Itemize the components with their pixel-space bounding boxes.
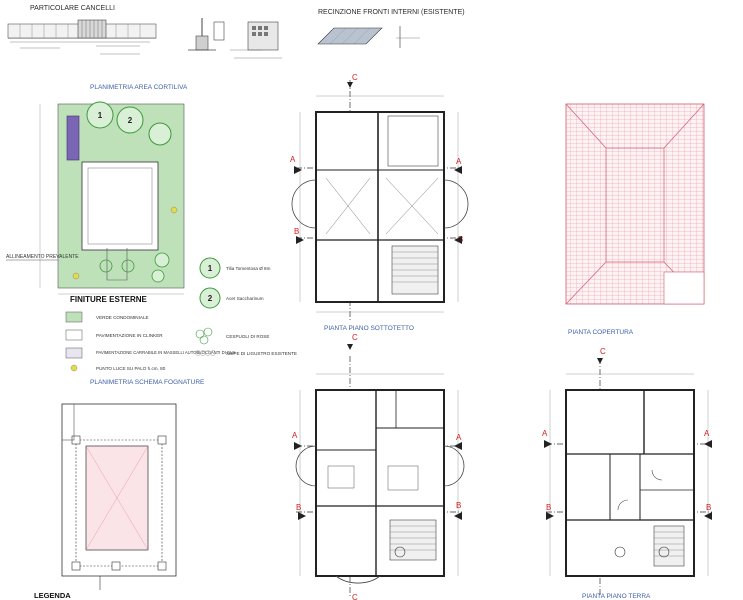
hedge-item-privet: SIEPE DI LIGUSTRO ESISTENTE <box>226 351 297 356</box>
attic-title: PIANTA PIANO SOTTOTETTO <box>324 325 414 332</box>
ground-title: PIANTA PIANO TERRA <box>582 593 651 600</box>
swatch-clinker-icon <box>65 329 83 341</box>
tree-2-symbol <box>116 106 144 134</box>
finish-item-light: PUNTO LUCE SU PALO h.cm. 80 <box>96 366 166 371</box>
marker-c-attic: C <box>352 73 358 82</box>
marker-a-attic-left: A <box>290 155 296 164</box>
swatch-lawn-icon <box>65 311 83 323</box>
finishes-title: FINITURE ESTERNE <box>70 295 148 304</box>
marker-b-ground-left: B <box>546 503 551 512</box>
gates-detail: PARTICOLARE CANCELLI <box>7 5 157 55</box>
finishes-legend: FINITURE ESTERNE VERDE CONDOMINIALE PAVI… <box>65 295 235 372</box>
attic-floor-plan: PIANTA PIANO SOTTOTETTO <box>291 80 469 332</box>
species-1-label: Tilia Tomentosa Ø 8m <box>226 266 271 271</box>
svg-text:2: 2 <box>208 294 213 303</box>
marker-b-first-left: B <box>296 503 301 512</box>
sewer-title: PLANIMETRIA SCHEMA FOGNATURE <box>90 379 205 386</box>
ground-floor-plan: PIANTA PIANO TERRA <box>546 358 712 600</box>
rose-bush-icon <box>195 327 213 345</box>
marker-c-first-bottom: C <box>352 593 358 600</box>
species-1-icon <box>199 257 221 279</box>
tree-2-label: 2 <box>128 116 133 125</box>
alignment-label: ALLINEAMENTO PREVALENTE <box>6 254 79 260</box>
species-legend: 1 Tilia Tomentosa Ø 8m 2 Acer Saccharinu… <box>195 257 297 356</box>
facade-title: RECINZIONE FRONTI INTERNI (ESISTENTE) <box>318 9 465 16</box>
gates-title: PARTICOLARE CANCELLI <box>30 5 115 12</box>
marker-c-ground: C <box>600 347 606 356</box>
species-2-icon <box>199 287 221 309</box>
roof-title: PIANTA COPERTURA <box>568 329 634 336</box>
tree-1-label: 1 <box>98 111 103 120</box>
first-floor-plan <box>295 356 465 598</box>
tree-1-symbol <box>86 101 114 129</box>
marker-b-first-right: B <box>456 501 461 510</box>
section-markers: C C C C A A B B A A B B A A B B <box>290 73 712 600</box>
courtyard-title: PLANIMETRIA AREA CORTILIVA <box>90 84 188 91</box>
finish-item-lawn: VERDE CONDOMINIALE <box>96 315 149 320</box>
light-dot-icon <box>70 364 78 372</box>
courtyard-plan: PLANIMETRIA AREA CORTILIVA 1 2 ALLINEAME… <box>6 84 188 295</box>
legend-title: LEGENDA <box>34 591 71 600</box>
roof-plan: PIANTA COPERTURA <box>565 103 705 336</box>
finish-item-clinker: PAVIMENTAZIONE IN CLINKER <box>96 333 163 338</box>
facade-fence-detail: RECINZIONE FRONTI INTERNI (ESISTENTE) <box>317 9 465 48</box>
hedge-item-roses: CESPUGLI DI ROSE <box>226 334 269 339</box>
species-2-label: Acer Saccharinum <box>226 296 264 301</box>
marker-b-attic-left: B <box>294 227 299 236</box>
privet-hedge-icon <box>195 350 216 356</box>
svg-text:1: 1 <box>208 264 213 273</box>
marker-c-first: C <box>352 333 358 342</box>
marker-b-ground-right: B <box>706 503 711 512</box>
marker-a-attic-right: A <box>456 157 462 166</box>
marker-a-first-left: A <box>292 431 298 440</box>
gate-post-section <box>188 18 282 59</box>
finish-item-paver: PAVIMENTAZIONE CARRABILE IN MASSELLI AUT… <box>96 350 235 355</box>
swatch-paver-icon <box>65 347 83 359</box>
storage-shed <box>66 115 80 161</box>
sewer-plan: PLANIMETRIA SCHEMA FOGNATURE <box>61 379 205 590</box>
marker-a-ground-left: A <box>542 429 548 438</box>
marker-a-ground-right: A <box>704 429 710 438</box>
marker-a-first-right: A <box>456 433 462 442</box>
tree-3-symbol <box>148 122 172 146</box>
